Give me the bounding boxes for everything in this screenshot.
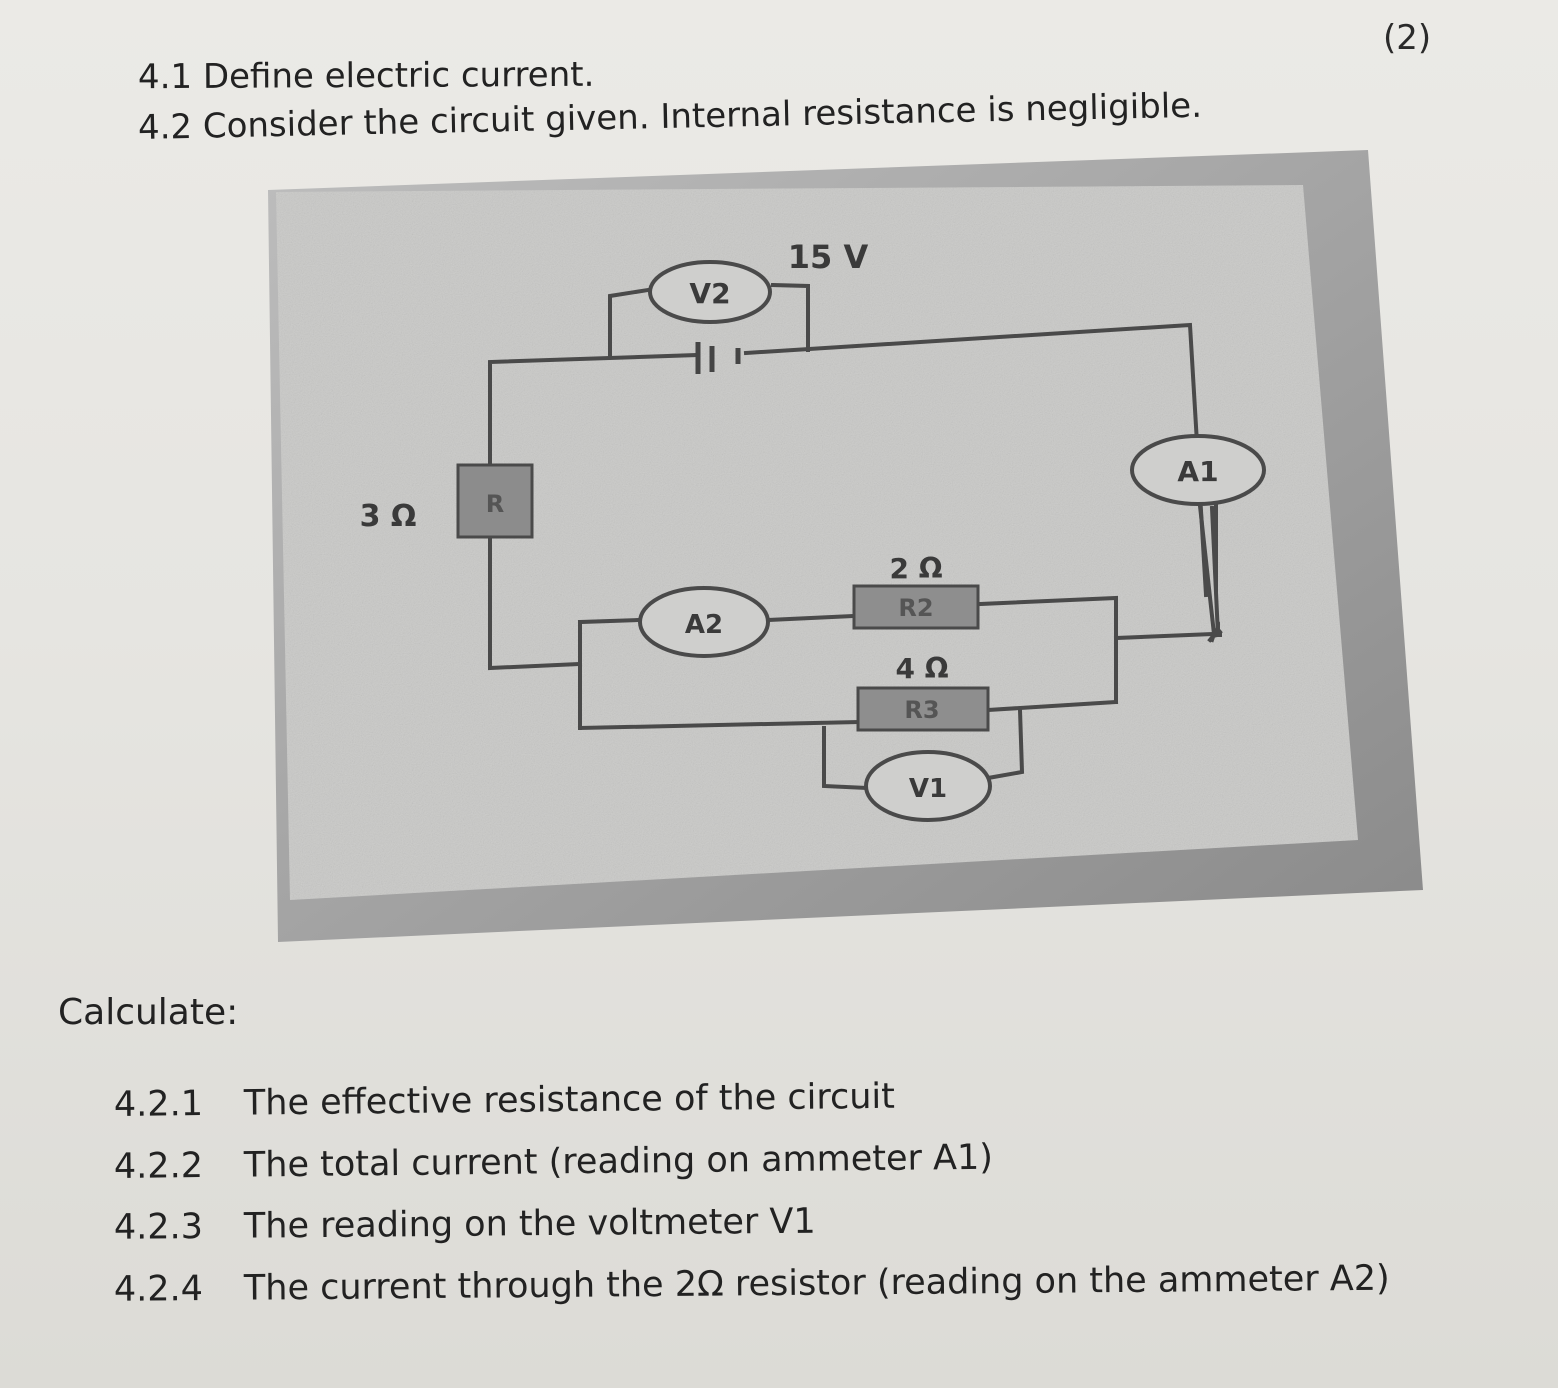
resistor-r2-value: 2 Ω <box>889 552 942 585</box>
item-number: 4.2.2 <box>113 1146 204 1187</box>
list-item: 4.2.3 The reading on the voltmeter V1 <box>114 1196 1444 1270</box>
resistor-r1-value: 3 Ω <box>360 499 417 534</box>
figure-texture <box>276 185 1358 900</box>
circuit-svg: 15 V V2 A1 A2 V1 3 Ω R 2 Ω R2 4 Ω R3 <box>268 150 1423 942</box>
ammeter-a1 <box>1130 434 1266 506</box>
voltmeter-v2 <box>648 260 772 324</box>
item-number: 4.2.1 <box>113 1084 204 1125</box>
voltmeter-v1 <box>864 750 992 822</box>
wire-r2-right <box>977 595 1118 704</box>
battery-label: 15 V <box>788 238 869 276</box>
sub-question-list: 4.2.1 The effective resistance of the ci… <box>113 1076 1444 1326</box>
question-4-1: 4.1 Define electric current. <box>137 54 595 98</box>
item-text: The reading on the voltmeter V1 <box>243 1201 816 1247</box>
wire-a2-r2 <box>765 613 857 623</box>
wire-top-left <box>488 352 701 477</box>
item-number: 4.2.3 <box>113 1207 204 1248</box>
ammeter-a1-label: A1 <box>1177 455 1218 488</box>
voltmeter-v1-label: V1 <box>909 774 947 804</box>
list-item: 4.2.4 The current through the 2Ω resisto… <box>114 1258 1444 1332</box>
wire-r3-right <box>985 699 1119 713</box>
resistor-r1 <box>456 463 534 539</box>
item-text: The total current (reading on ammeter A1… <box>243 1137 994 1186</box>
wire-v2-right <box>770 282 810 352</box>
wire-a2-left <box>577 617 643 625</box>
item-number: 4.2.4 <box>113 1269 204 1310</box>
wire-v2-left <box>608 287 651 357</box>
item-text: The effective resistance of the circuit <box>243 1076 896 1124</box>
marks-label: (2) <box>1383 18 1432 58</box>
calculate-heading: Calculate: <box>58 992 239 1033</box>
ammeter-a2-label: A2 <box>685 610 723 640</box>
resistor-r3-name: R3 <box>904 696 939 724</box>
resistor-r2 <box>852 584 980 630</box>
wire-v1-left <box>822 726 871 791</box>
wire-v1-right <box>985 707 1025 781</box>
resistor-r2-name: R2 <box>898 594 933 622</box>
resistor-r3 <box>856 686 990 732</box>
resistor-r1-name: R <box>486 490 504 518</box>
wire-left <box>488 536 583 671</box>
circuit-diagram: 15 V V2 A1 A2 V1 3 Ω R 2 Ω R2 4 Ω R3 <box>268 150 1423 942</box>
resistor-r3-value: 4 Ω <box>895 652 948 685</box>
wire-r3-left <box>577 719 861 731</box>
voltmeter-v2-label: V2 <box>689 277 730 310</box>
battery-cell <box>695 342 741 374</box>
wire-junction-a1 <box>1113 631 1217 641</box>
ammeter-a2 <box>638 586 770 658</box>
